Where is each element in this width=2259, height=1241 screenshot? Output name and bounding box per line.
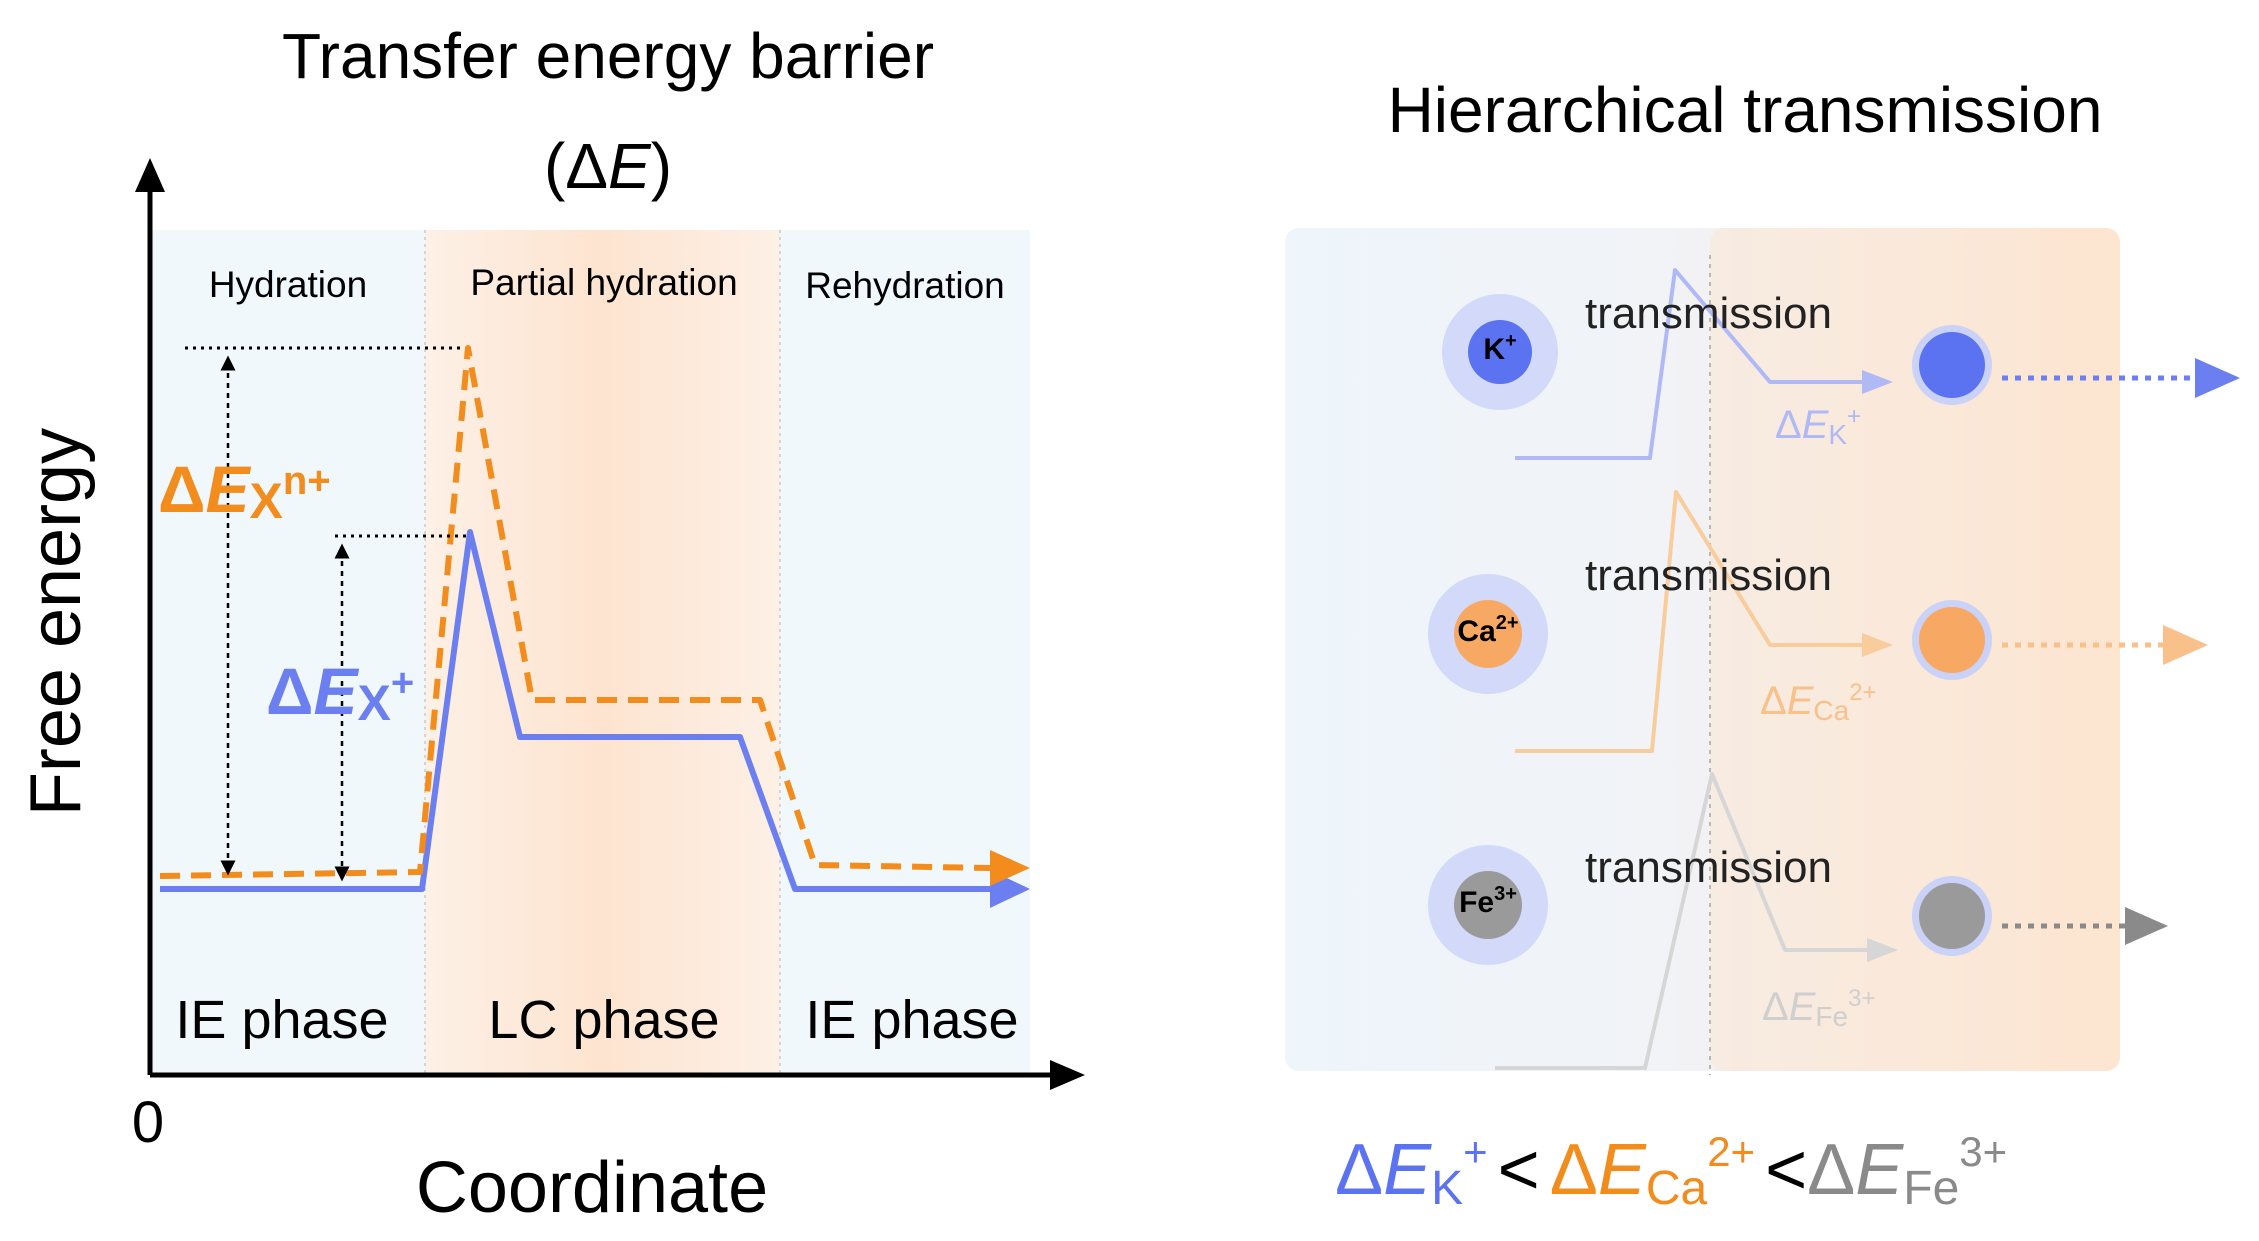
ca-ion-core [1454, 600, 1522, 668]
k-small-arrowhead [1862, 370, 1893, 394]
curve-x-plus [160, 529, 995, 892]
phase-label-lc: LC phase [488, 990, 719, 1050]
k-barrier-curve [1515, 268, 1875, 460]
delta-e-x-plus-label: ΔEX+ [266, 654, 414, 731]
fe-small-arrowhead [1867, 938, 1898, 962]
k-ion-core [1468, 320, 1532, 384]
region-partial-hydration-bg [425, 230, 780, 1075]
inequality-expression: ΔEK+<ΔECa2+<ΔEFe3+ [1335, 1128, 2007, 1215]
transmission-diagram: Hierarchical transmission K+ transmissio… [1285, 74, 2240, 1215]
phase-label-ie-right: IE phase [805, 990, 1018, 1050]
x-axis-label: Coordinate [416, 1148, 768, 1228]
region-hydration-bg [150, 230, 425, 1075]
k-ion-label: K+ [1483, 330, 1516, 366]
row-k: K+ transmission ΔEK+ [1442, 268, 2240, 460]
ca-transmission-label: transmission [1585, 551, 1832, 600]
x-axis-arrow [1050, 1060, 1085, 1090]
ca-ion-label: Ca2+ [1457, 612, 1518, 648]
ca-transmitted-ion-core [1919, 607, 1985, 673]
energy-diagram: Hydration Partial hydration Rehydration … [16, 20, 1085, 1228]
phase-label-ie-left: IE phase [175, 990, 388, 1050]
fe-transmission-label: transmission [1585, 843, 1832, 892]
fe-ion-label: Fe3+ [1459, 883, 1517, 919]
k-delta-e-label: ΔEK+ [1775, 403, 1861, 450]
region-label-partial-hydration: Partial hydration [470, 262, 737, 303]
region-rehydration-bg [780, 230, 1030, 1075]
ca-output-arrowhead [2163, 625, 2208, 665]
k-transmitted-ion-core [1919, 332, 1985, 398]
region-label-hydration: Hydration [209, 264, 367, 305]
k-transmission-label: transmission [1585, 289, 1832, 338]
right-panel-title: Hierarchical transmission [1388, 74, 2103, 146]
ca-small-arrowhead [1862, 633, 1893, 657]
left-panel-title-line2: (ΔE) [544, 130, 672, 202]
row-ca: Ca2+ transmission ΔECa2+ [1428, 490, 2208, 753]
origin-label: 0 [132, 1090, 164, 1155]
left-panel-title-line1: Transfer energy barrier [282, 20, 934, 92]
ca-barrier-curve [1515, 490, 1875, 753]
delta-e-x-n-plus-label: ΔEXn+ [158, 452, 331, 529]
curve-x-n-plus [159, 345, 991, 879]
y-axis-arrow [135, 158, 165, 192]
region-label-rehydration: Rehydration [805, 265, 1005, 306]
fe-delta-e-label: ΔEFe3+ [1762, 985, 1875, 1032]
curve-x-n-plus-arrow [990, 850, 1030, 886]
fe-ion-core [1454, 871, 1522, 939]
fe-transmitted-ion-core [1919, 883, 1985, 949]
ca-delta-e-label: ΔECa2+ [1760, 679, 1877, 726]
row-fe: Fe3+ transmission ΔEFe3+ [1428, 772, 2168, 1070]
fe-barrier-curve [1495, 772, 1880, 1070]
fe-output-arrowhead [2125, 907, 2168, 945]
k-output-arrowhead [2195, 358, 2240, 398]
y-axis-label: Free energy [16, 428, 96, 816]
